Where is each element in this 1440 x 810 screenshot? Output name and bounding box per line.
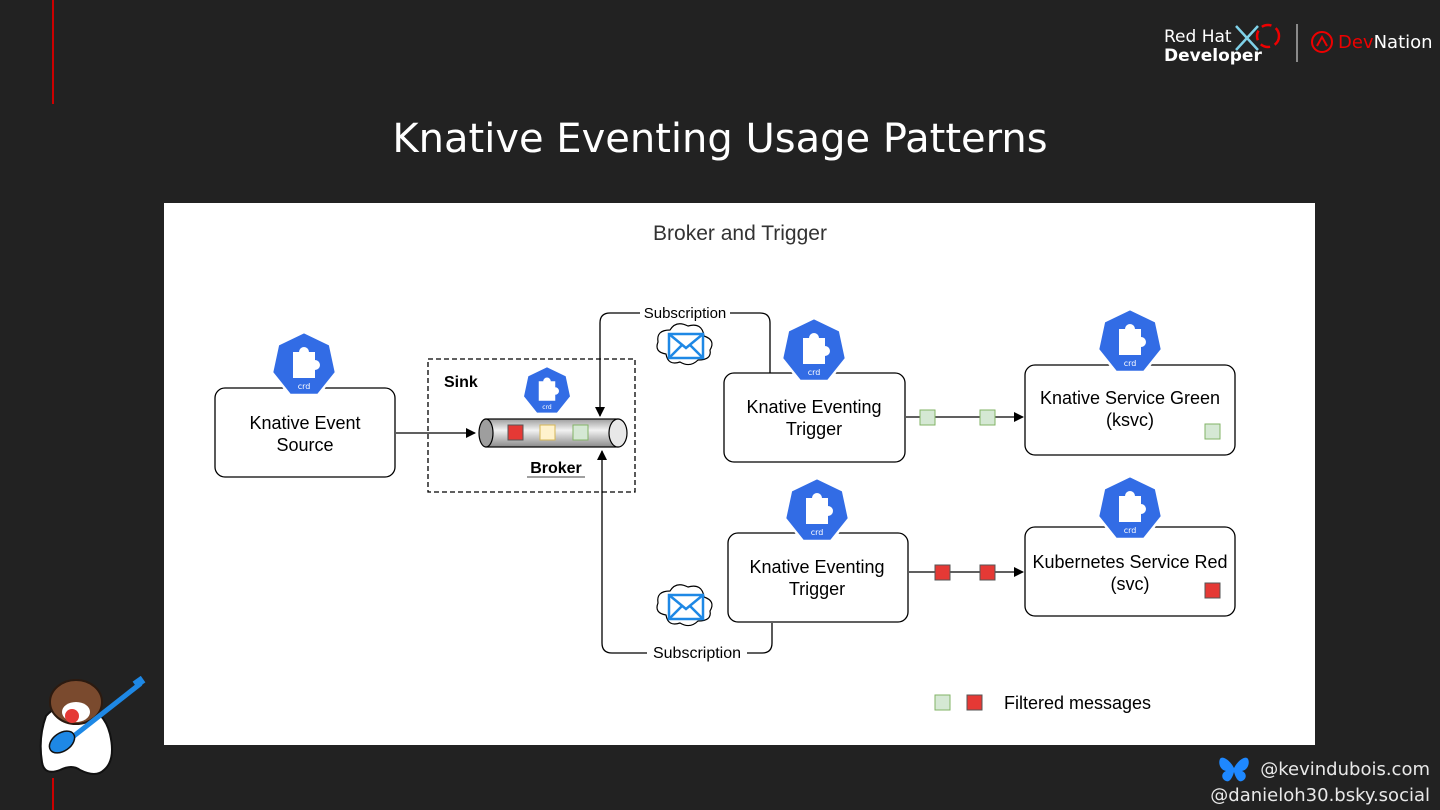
green-flow-msg-2 (979, 409, 996, 426)
bottom-trigger-label-line2: Trigger (789, 579, 845, 599)
top-envelope-icon (655, 322, 714, 366)
top-trigger-crd-icon: crd (780, 316, 848, 383)
bottom-subscription-label-bg (647, 643, 747, 663)
green-service-label-line2: (ksvc) (1106, 410, 1154, 430)
guitar-mascot-icon (39, 676, 146, 775)
svg-text:crd: crd (808, 368, 821, 377)
bottom-envelope-icon (655, 583, 714, 627)
legend-green-swatch (934, 694, 951, 711)
red-service-label-line1: Kubernetes Service Red (1032, 552, 1227, 572)
bottom-trigger-label-line1: Knative Eventing (749, 557, 884, 577)
top-subscription-label: Subscription (644, 305, 727, 322)
legend-label: Filtered messages (1004, 693, 1151, 713)
top-subscription-label-bg (640, 303, 730, 323)
svg-text:crd: crd (542, 404, 552, 411)
svg-text:crd: crd (811, 528, 824, 537)
accent-line-bottom (52, 778, 54, 810)
crd-icon: crd (270, 330, 338, 397)
accent-line-top (52, 0, 54, 104)
red-service-label-line2: (svc) (1111, 574, 1150, 594)
diagram-title: Broker and Trigger (653, 222, 827, 245)
redhat-developer-mark-icon (1235, 23, 1281, 51)
handle-row-2: @danieloh30.bsky.social (1210, 784, 1430, 808)
red-service-msg (1204, 582, 1221, 599)
handle-daniel: @danieloh30.bsky.social (1210, 785, 1430, 806)
devnation-dev-text: Dev (1338, 31, 1374, 53)
red-flow-msg-2 (979, 564, 996, 581)
broker-msg-red (507, 424, 524, 441)
red-service-crd-icon: crd (1096, 474, 1164, 541)
top-trigger-box (723, 372, 906, 463)
broker-label: Broker (530, 460, 582, 477)
svg-text:crd: crd (1124, 359, 1137, 368)
event-source-label-line1: Knative Event (249, 413, 360, 433)
devnation-nation-text: Nation (1373, 31, 1433, 53)
green-flow-msg-1 (919, 409, 936, 426)
bottom-trigger-box (727, 532, 909, 623)
developer-text: Developer (1164, 46, 1262, 66)
redhat-text: Red Hat (1164, 27, 1232, 47)
redhat-developer-logo: Red Hat Developer (1164, 28, 1262, 66)
green-service-msg (1204, 423, 1221, 440)
bottom-trigger-crd-icon: crd (783, 476, 851, 543)
red-flow-msg-1 (934, 564, 951, 581)
broker-msg-yellow (539, 424, 556, 441)
bluesky-butterfly-icon (1219, 757, 1250, 782)
social-handles: @kevindubois.com @danieloh30.bsky.social (1210, 756, 1430, 808)
logo-divider (1296, 24, 1298, 62)
handle-row-1: @kevindubois.com (1210, 756, 1430, 784)
top-trigger-label-line2: Trigger (786, 419, 842, 439)
broker-crd-icon: crd (522, 365, 572, 415)
svg-text:crd: crd (1124, 526, 1137, 535)
slide-title: Knative Eventing Usage Patterns (392, 116, 1048, 162)
top-trigger-label-line1: Knative Eventing (746, 397, 881, 417)
sink-box (427, 358, 636, 493)
svg-text:crd: crd (298, 382, 311, 391)
devnation-mark-icon (1311, 31, 1333, 53)
legend-red-swatch (966, 694, 983, 711)
broker-trigger-diagram: Broker and Trigger Knative Event Source … (214, 222, 1236, 713)
green-service-crd-icon: crd (1096, 307, 1164, 374)
broker-msg-green (572, 424, 589, 441)
bottom-subscription-label: Subscription (653, 645, 741, 662)
diagram-panel: Broker and Trigger Knative Event Source … (164, 203, 1315, 745)
green-service-label-line1: Knative Service Green (1040, 388, 1220, 408)
event-source-label-line2: Source (276, 435, 333, 455)
sink-label: Sink (444, 374, 478, 391)
handle-kevin: @kevindubois.com (1260, 759, 1430, 780)
